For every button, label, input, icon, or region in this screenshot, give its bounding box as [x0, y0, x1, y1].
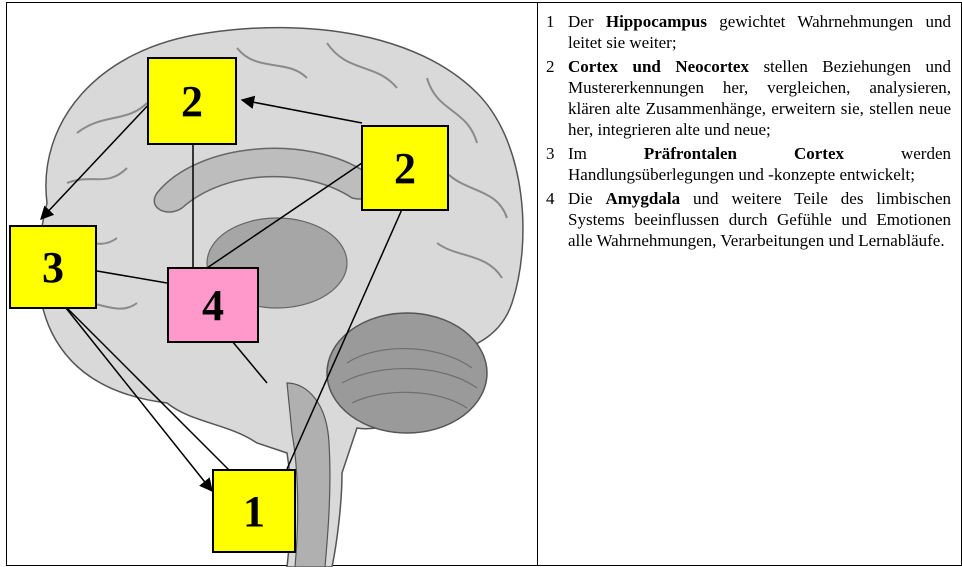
label-box-3-prefrontal: 3	[9, 225, 97, 309]
legend-item-number: 4	[546, 188, 568, 251]
legend-item-text: Cortex und Neocortex stellen Beziehungen…	[568, 56, 951, 140]
label-box-2-cortex-top: 2	[147, 57, 237, 145]
legend-item-text: Die Amygdala und weitere Teile des limbi…	[568, 188, 951, 251]
legend-item-text: Im Präfrontalen Cortex werden Handlungsü…	[568, 143, 951, 185]
cerebellum	[327, 313, 487, 433]
brain-figure-panel: 2 2 3 4 1	[6, 2, 538, 566]
label-box-2-cortex-right: 2	[361, 125, 449, 211]
legend-text-pre: Im	[568, 144, 644, 163]
legend-item-text: Der Hippocampus gewichtet Wahrnehmungen …	[568, 11, 951, 53]
label-box-4-amygdala: 4	[167, 267, 259, 343]
legend-text-bold-term: Präfrontalen Cortex	[644, 144, 844, 163]
legend-item-number: 3	[546, 143, 568, 185]
legend-item-number: 2	[546, 56, 568, 140]
label-box-1-hippocampus: 1	[212, 469, 296, 553]
legend-text-bold-term: Hippocampus	[606, 12, 707, 31]
legend-text-bold-term: Amygdala	[605, 189, 680, 208]
legend-text-bold-term: Cortex und Neocortex	[568, 57, 749, 76]
legend-text-pre: Die	[568, 189, 605, 208]
legend-text-pre: Der	[568, 12, 606, 31]
legend-item-number: 1	[546, 11, 568, 53]
